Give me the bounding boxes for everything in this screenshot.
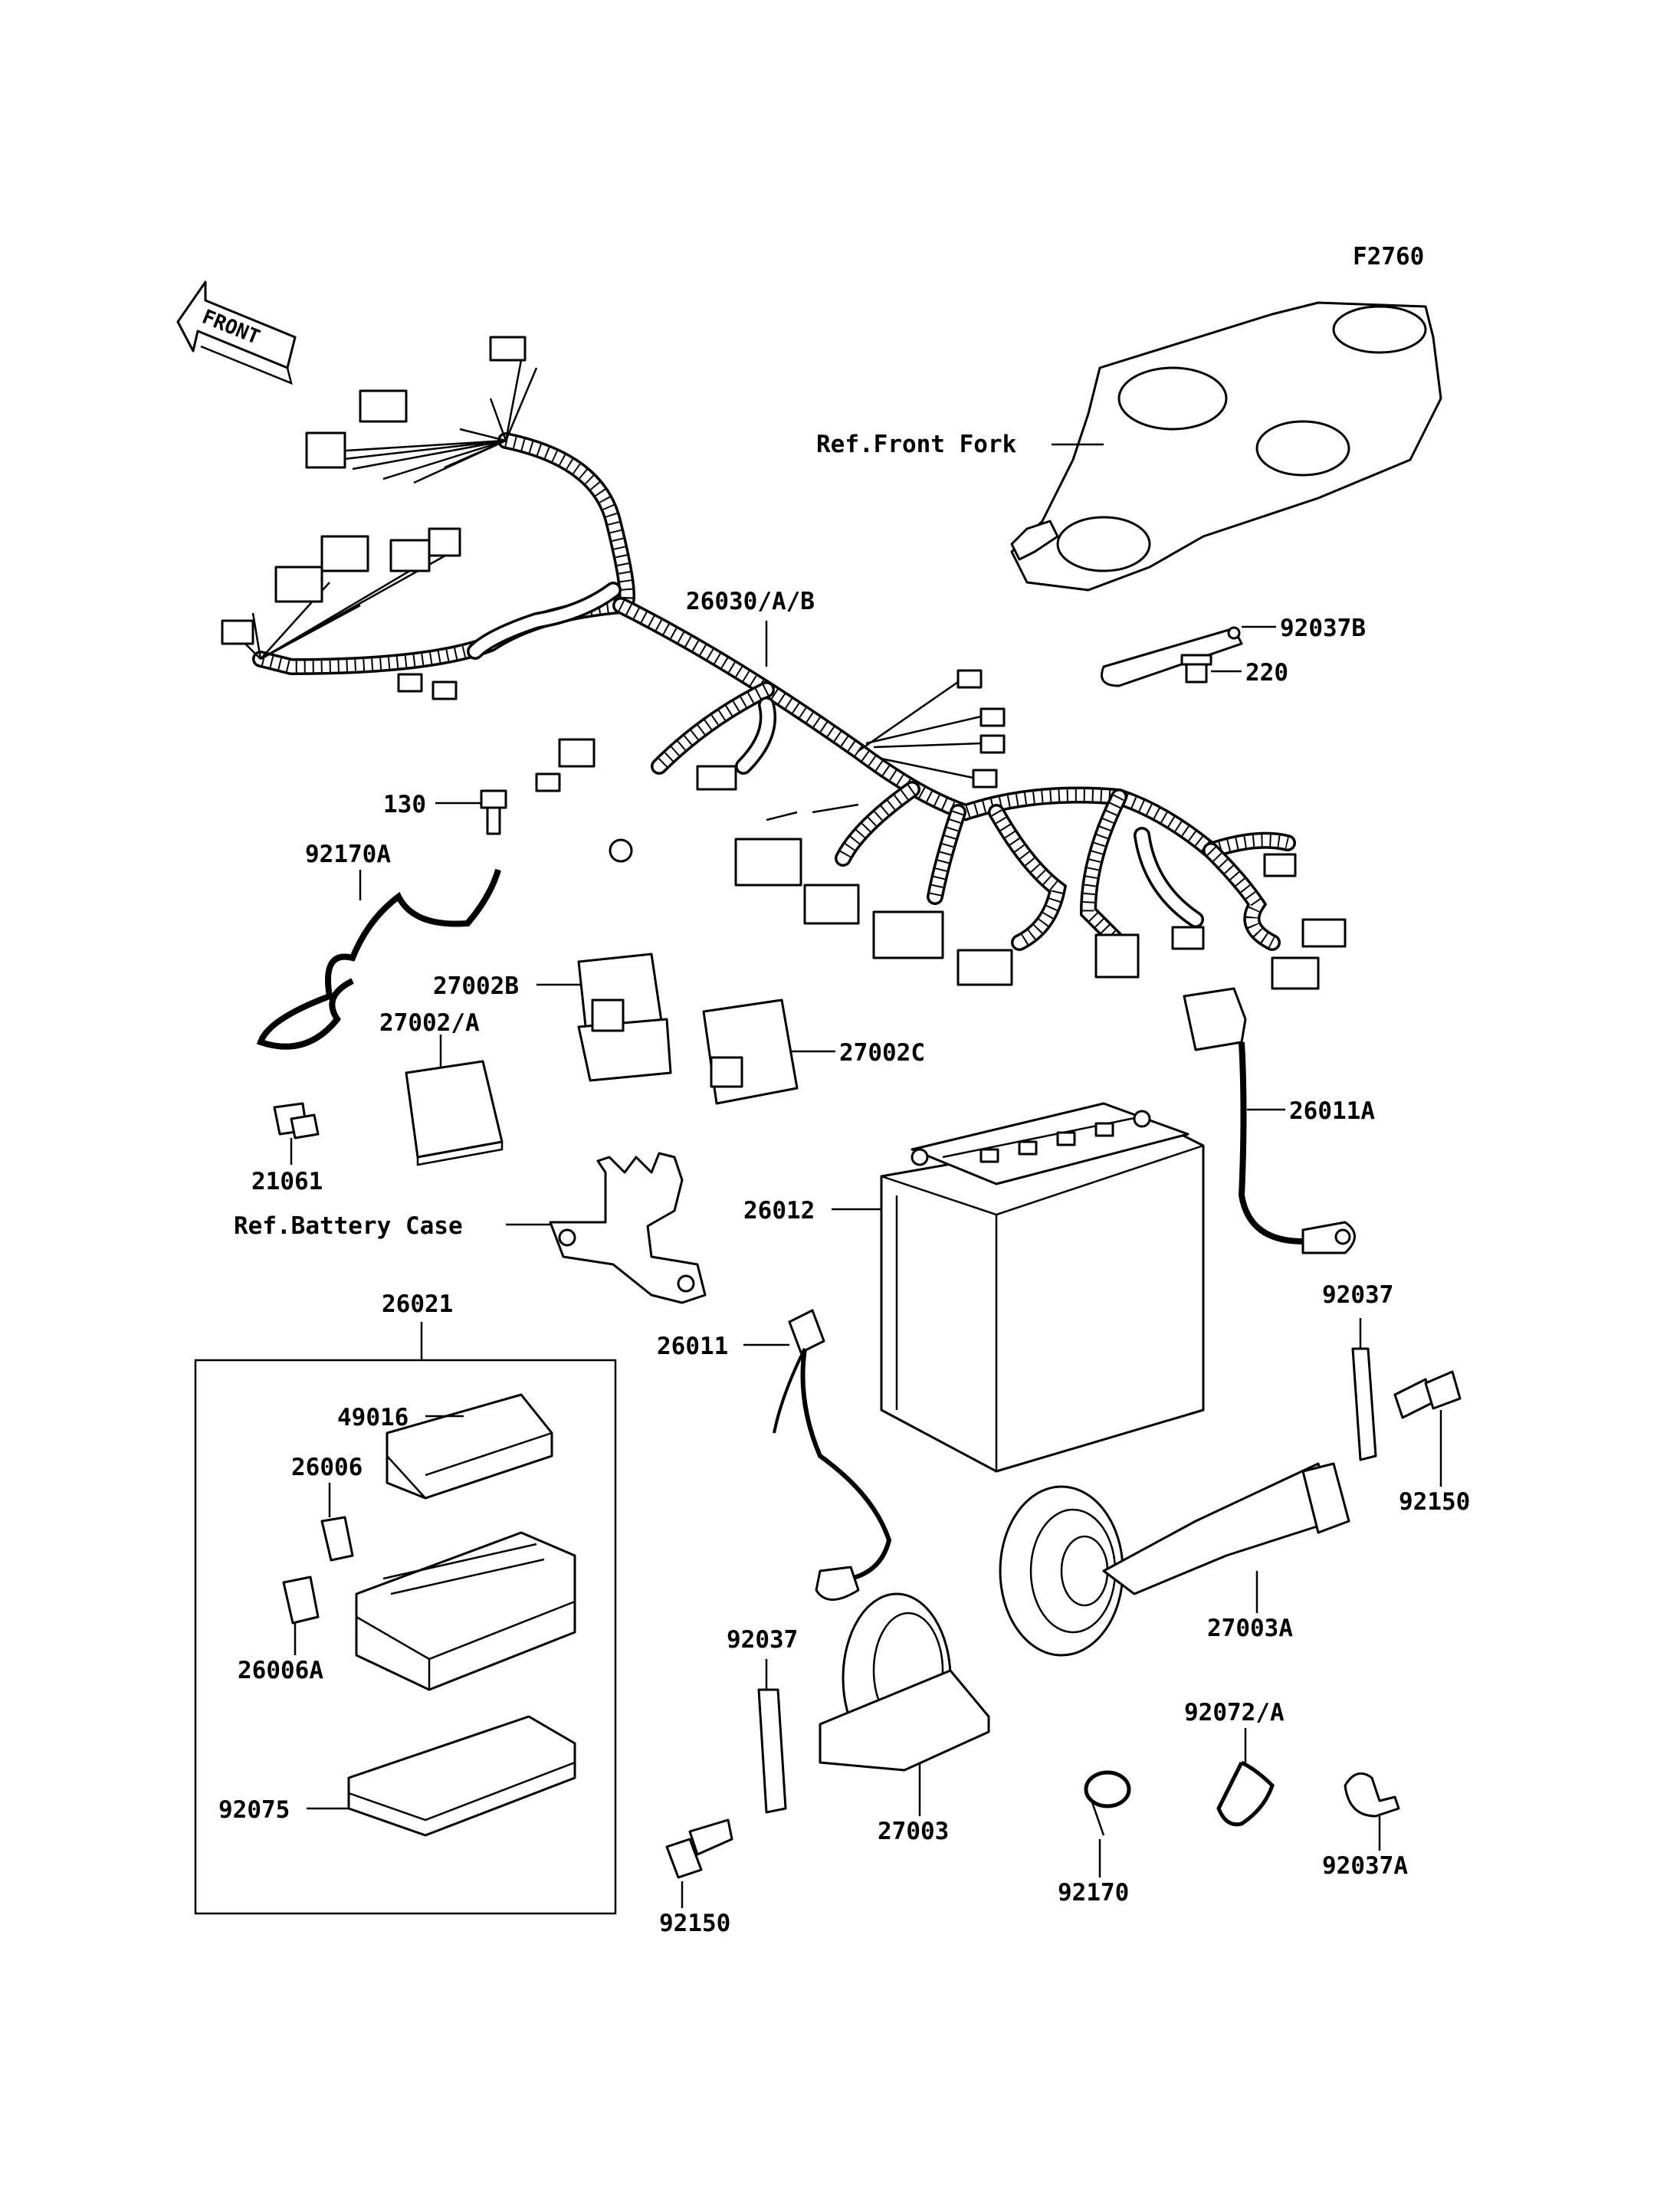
ref-battery-case-label: Ref.Battery Case [234, 1212, 463, 1240]
screw-220 [1180, 654, 1212, 684]
wiring-harness [221, 336, 1347, 990]
label-92170a: 92170A [305, 841, 391, 868]
label-92150-right: 92150 [1399, 1488, 1470, 1516]
cable-26011a [1183, 987, 1356, 1254]
label-27003a: 27003A [1207, 1615, 1293, 1642]
front-fork-bracket [1010, 301, 1442, 592]
cover-49016 [386, 1393, 553, 1500]
clamp-92170a [256, 868, 501, 1050]
label-26030: 26030/A/B [686, 588, 815, 615]
label-92072a: 92072/A [1184, 1699, 1285, 1726]
battery-26012 [880, 1102, 1205, 1473]
label-92037a: 92037A [1322, 1852, 1408, 1880]
junction-box-frame [194, 1359, 617, 1915]
label-27002a: 27002/A [379, 1009, 480, 1037]
label-49016: 49016 [337, 1404, 409, 1431]
label-26012: 26012 [743, 1197, 815, 1225]
junction-box-26021 [355, 1531, 576, 1691]
label-92037b: 92037B [1280, 615, 1366, 642]
relay-27002b [577, 953, 672, 1082]
label-27002b: 27002B [433, 972, 519, 1000]
label-26006: 26006 [291, 1454, 363, 1481]
label-27002c: 27002C [839, 1039, 925, 1067]
label-26006a: 26006A [238, 1657, 323, 1684]
horn-27003a [999, 1462, 1350, 1657]
label-130: 130 [383, 791, 426, 818]
connector-21061 [273, 1102, 320, 1139]
battery-case-bracket [549, 1152, 707, 1304]
label-92037-right: 92037 [1322, 1281, 1393, 1309]
cable-26011 [773, 1309, 892, 1601]
band-92072a [1216, 1760, 1275, 1827]
label-220: 220 [1245, 659, 1288, 687]
case-92075 [347, 1715, 576, 1837]
bolt-92150-left [665, 1818, 733, 1879]
horn-27003 [819, 1592, 990, 1772]
ref-front-fork-label: Ref.Front Fork [816, 431, 1017, 458]
bolt-130 [480, 789, 507, 835]
bolt-92150-right [1393, 1370, 1462, 1419]
relay-27002a [405, 1060, 504, 1166]
label-92075: 92075 [218, 1796, 290, 1824]
strap-92037-left [757, 1688, 787, 1814]
front-arrow-icon: FRONT [176, 280, 297, 385]
label-26021: 26021 [382, 1290, 453, 1318]
label-21061: 21061 [251, 1168, 323, 1195]
fuse-26006 [320, 1516, 354, 1562]
clamp-92037a [1344, 1772, 1400, 1818]
strap-92037-right [1351, 1347, 1377, 1461]
fuse-26006a [282, 1576, 320, 1625]
label-26011: 26011 [657, 1333, 728, 1360]
figure-code: F2760 [1353, 243, 1424, 271]
label-92037-left: 92037 [727, 1626, 798, 1654]
label-26011a: 26011A [1289, 1097, 1375, 1125]
clamp-92170 [1084, 1770, 1131, 1836]
relay-27002c [702, 998, 799, 1105]
label-27003: 27003 [878, 1818, 949, 1845]
label-92170: 92170 [1058, 1879, 1129, 1907]
strap-92037b [1101, 626, 1243, 687]
label-92150-left: 92150 [659, 1910, 730, 1937]
